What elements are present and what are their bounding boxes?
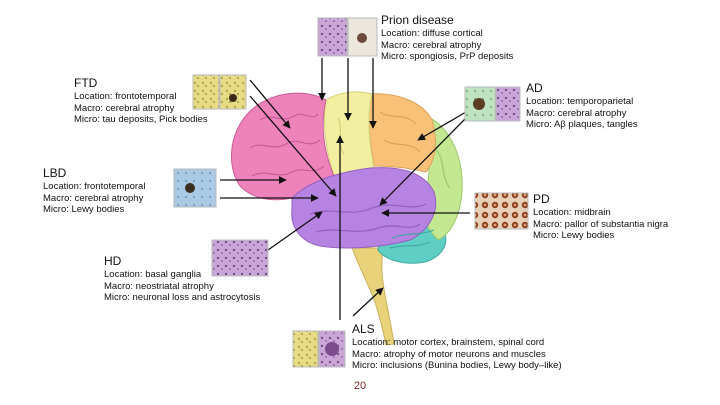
hd-stain-image — [211, 239, 269, 277]
pd-label: PD Location: midbrain Macro: pallor of s… — [533, 192, 668, 242]
frontal-lobe — [230, 92, 335, 201]
ad-micro: Micro: Aβ plaques, tangles — [526, 119, 638, 130]
pd-location: Location: midbrain — [533, 207, 611, 218]
prion-stain-image-1 — [317, 17, 348, 57]
lbd-macro: Macro: cerebral atrophy — [43, 192, 144, 204]
arrow-ftd-2 — [249, 95, 337, 197]
prion-title: Prion disease — [381, 13, 454, 27]
als-location: Location: motor cortex, brainstem, spina… — [352, 337, 545, 348]
prion-disease-label: Prion disease Location: diffuse cortical… — [381, 13, 513, 63]
ftd-macro: Macro: cerebral atrophy — [74, 102, 175, 114]
histology-images — [173, 17, 529, 368]
prion-location: Location: diffuse cortical — [381, 28, 483, 39]
ftd-label: FTD Location: frontotemporal Macro: cere… — [74, 76, 208, 126]
pd-title: PD — [533, 192, 550, 206]
als-label: ALS Location: motor cortex, brainstem, s… — [352, 322, 562, 372]
prion-macro: Macro: cerebral atrophy — [381, 39, 482, 51]
prion-micro: Micro: spongiosis, PrP deposits — [381, 51, 514, 62]
parietal-lobe — [367, 93, 436, 173]
hd-title: HD — [104, 254, 122, 268]
lbd-title: LBD — [43, 166, 67, 180]
arrow-ftd-1 — [249, 79, 291, 129]
hd-location: Location: basal ganglia — [104, 269, 202, 280]
ad-stain-image-2 — [495, 86, 521, 122]
als-title: ALS — [352, 322, 375, 336]
pd-stain-image — [474, 192, 529, 230]
pd-macro: Macro: pallor of substantia nigra — [533, 218, 669, 230]
hd-macro: Macro: neostriatal atrophy — [104, 280, 214, 292]
hd-label: HD Location: basal ganglia Macro: neostr… — [104, 254, 260, 304]
lbd-label: LBD Location: frontotemporal Macro: cere… — [43, 166, 145, 216]
lbd-location: Location: frontotemporal — [43, 181, 146, 192]
central-region — [323, 91, 375, 177]
brain — [230, 91, 463, 346]
ftd-title: FTD — [74, 76, 98, 90]
ftd-stain-image-2 — [219, 74, 247, 110]
arrow-ad-1 — [417, 111, 467, 141]
ad-location: Location: temporoparietal — [526, 96, 634, 107]
als-macro: Macro: atrophy of motor neurons and musc… — [352, 348, 546, 360]
ad-label: AD Location: temporoparietal Macro: cere… — [526, 81, 638, 131]
als-stain-image-1 — [292, 330, 319, 368]
pd-micro: Micro: Lewy bodies — [533, 230, 615, 241]
ftd-micro: Micro: tau deposits, Pick bodies — [74, 114, 208, 125]
hd-micro: Micro: neuronal loss and astrocytosis — [104, 292, 261, 303]
als-micro: Micro: inclusions (Bunina bodies, Lewy b… — [352, 360, 562, 371]
ftd-stain-image-1 — [192, 74, 220, 110]
arrow-ad-2 — [379, 117, 467, 206]
lbd-micro: Micro: Lewy bodies — [43, 204, 125, 215]
ad-macro: Macro: cerebral atrophy — [526, 107, 627, 119]
ftd-location: Location: frontotemporal — [74, 91, 177, 102]
arrows — [220, 58, 470, 320]
gyri — [249, 111, 451, 249]
slide-number: 20 — [353, 380, 367, 392]
arrow-als-2 — [352, 287, 384, 317]
ad-title: AD — [526, 81, 543, 95]
arrow-hd — [267, 211, 323, 251]
temporal-lobe — [291, 167, 437, 249]
